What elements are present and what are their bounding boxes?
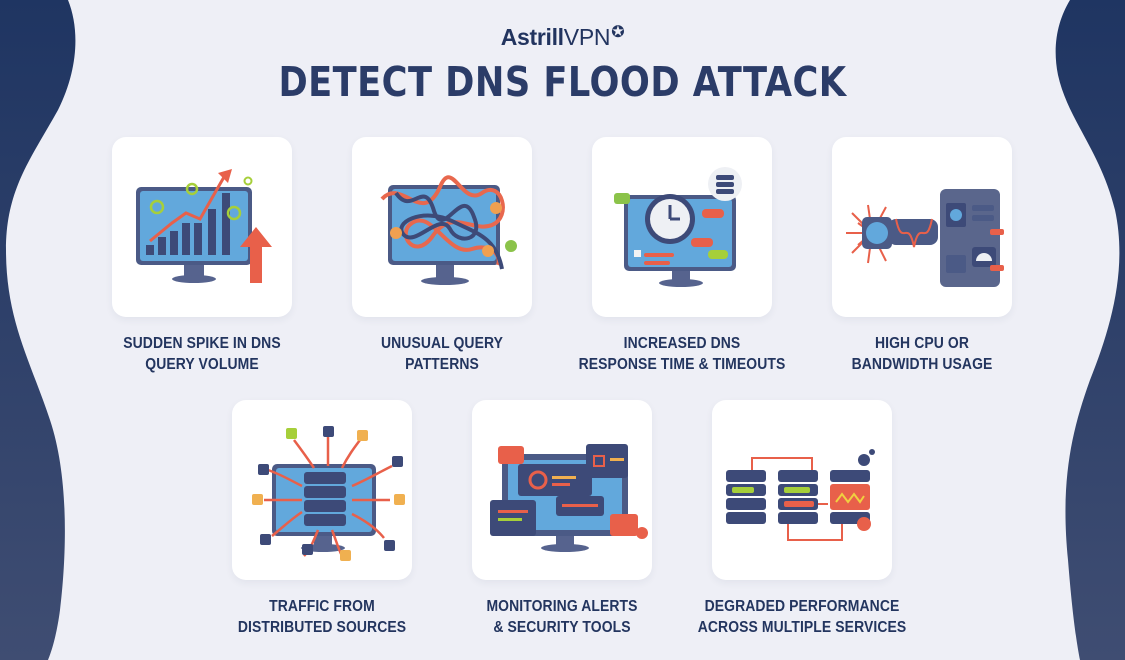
card-label-line2: ACROSS MULTIPLE SERVICES [697,619,907,636]
card-label-line1: MONITORING ALERTS [486,598,638,615]
card-unusual-patterns [352,137,532,317]
card-label-line1: TRAFFIC FROM [269,598,375,615]
card-label: HIGH CPU OR BANDWIDTH USAGE [805,333,1039,375]
card-label: TRAFFIC FROM DISTRIBUTED SOURCES [205,596,439,638]
card-label-line2: & SECURITY TOOLS [493,619,631,636]
traffic-spike-chart-icon [136,169,272,283]
card-label-line2: QUERY VOLUME [145,356,259,373]
card-distributed-sources [232,400,412,580]
card-label-line2: BANDWIDTH USAGE [851,356,993,373]
card-label-line1: UNUSUAL QUERY [380,335,504,352]
card-response-timeouts [592,137,772,317]
distributed-traffic-icon [252,426,405,561]
card-high-cpu [832,137,1012,317]
card-label-line1: INCREASED DNS [623,335,741,352]
card-label: UNUSUAL QUERY PATTERNS [325,333,559,375]
card-label: INCREASED DNS RESPONSE TIME & TIMEOUTS [565,333,799,375]
card-label: MONITORING ALERTS & SECURITY TOOLS [445,596,679,638]
left-wave-decoration [0,0,76,660]
star-badge-icon: ✪ [611,24,625,41]
card-label-line1: SUDDEN SPIKE IN DNS [123,335,281,352]
card-label-line2: RESPONSE TIME & TIMEOUTS [578,356,786,373]
monitoring-alerts-icon [490,444,648,552]
card-traffic-spike [112,137,292,317]
tangled-query-icon [380,175,517,285]
degraded-servers-icon [726,449,875,541]
card-label-line1: HIGH CPU OR [874,335,969,352]
card-label: DEGRADED PERFORMANCE ACROSS MULTIPLE SER… [685,596,919,638]
card-degraded-performance [712,400,892,580]
card-label-line1: DEGRADED PERFORMANCE [704,598,900,615]
brand-name-bold: Astrill [500,24,564,50]
card-label-line2: PATTERNS [405,356,479,373]
card-label-line2: DISTRIBUTED SOURCES [237,619,407,636]
brand-name-light: VPN [563,24,611,50]
card-label: SUDDEN SPIKE IN DNS QUERY VOLUME [85,333,319,375]
overheating-server-icon [846,189,1004,287]
card-monitoring-alerts [472,400,652,580]
astrillvpn-logo: AstrillVPN✪ [0,22,1125,51]
page-title: DETECT DNS FLOOD ATTACK [278,58,847,106]
clock-timeout-icon [614,167,742,287]
right-wave-decoration [1055,0,1125,660]
